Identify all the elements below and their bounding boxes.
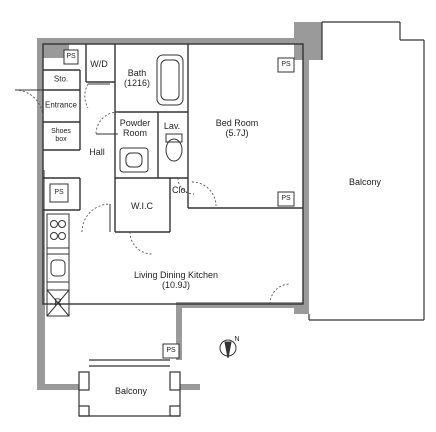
ps-label: PS (281, 195, 291, 203)
shoes-line1: Shoes (51, 128, 71, 136)
outer-walls (37, 22, 322, 390)
room-label-closet: Clo. (171, 184, 189, 195)
room-label-ldk: Living Dining Kitchen (10.9J) (134, 270, 218, 290)
north-label: N (234, 336, 240, 344)
north-arrow (219, 339, 237, 359)
room-label-storage: Sto. (53, 74, 69, 84)
room-label-shoes-box: Shoes box (51, 128, 71, 144)
room-label-wd: W/D (90, 58, 108, 69)
ps-label: PS (54, 189, 64, 197)
ps-boxes (49, 49, 295, 359)
room-label-bedroom: Bed Room (5.7J) (216, 118, 259, 138)
bedroom-name: Bed Room (215, 117, 259, 128)
room-label-balcony-east: Balcony (348, 176, 382, 187)
room-label-wic: W.I.C (131, 200, 153, 211)
ps-label: PS (166, 347, 176, 355)
ps-label: PS (281, 61, 291, 69)
room-label-balcony-south: Balcony (114, 385, 148, 396)
balcony-south-outline (78, 359, 181, 417)
room-label-lavatory: Lav. (163, 120, 181, 131)
bedroom-size: (5.7J) (225, 128, 249, 138)
room-label-hall: Hall (89, 146, 105, 157)
bath-tub (156, 54, 184, 106)
ps-label: PS (66, 53, 76, 61)
ldk-size: (10.9J) (161, 280, 190, 290)
bath-size: (1216) (123, 78, 151, 88)
room-label-bath: Bath (1216) (124, 68, 150, 88)
room-label-entrance: Entrance (44, 100, 78, 110)
fixtures (46, 133, 183, 317)
shoes-line2: box (55, 136, 67, 143)
powder-line1: Powder (119, 117, 151, 128)
room-label-powder-room: Powder Room (120, 118, 151, 138)
powder-line2: Room (122, 128, 148, 138)
bath-name: Bath (127, 67, 147, 78)
ldk-name: Living Dining Kitchen (133, 269, 219, 280)
interior-walls (42, 43, 304, 305)
balcony-east-outline (308, 21, 425, 321)
door-leaves (15, 83, 118, 232)
fridge-label: R (54, 297, 62, 309)
